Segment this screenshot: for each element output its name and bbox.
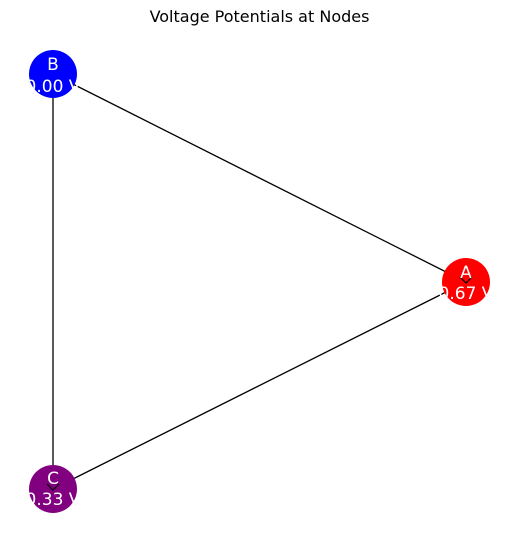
node-c-circle — [29, 465, 77, 513]
node-a-circle — [442, 258, 490, 306]
edge-c-a — [52, 281, 467, 490]
node-b-circle — [29, 50, 77, 98]
node-c: C 0.33 V — [26, 465, 81, 513]
node-a: A 0.67 V — [439, 258, 494, 306]
node-c-voltage: 0.33 V — [26, 490, 81, 510]
node-c-name: C — [47, 469, 59, 489]
edge-b-a — [52, 73, 467, 283]
arrow-icon — [459, 276, 473, 284]
diagram-title: Voltage Potentials at Nodes — [149, 7, 370, 26]
node-a-voltage: 0.67 V — [439, 284, 494, 304]
arrow-icon — [46, 483, 60, 491]
node-b-voltage: 0.00 V — [26, 77, 81, 97]
node-a-name: A — [460, 263, 472, 283]
node-b-name: B — [47, 55, 59, 75]
node-b: B 0.00 V — [26, 50, 81, 98]
